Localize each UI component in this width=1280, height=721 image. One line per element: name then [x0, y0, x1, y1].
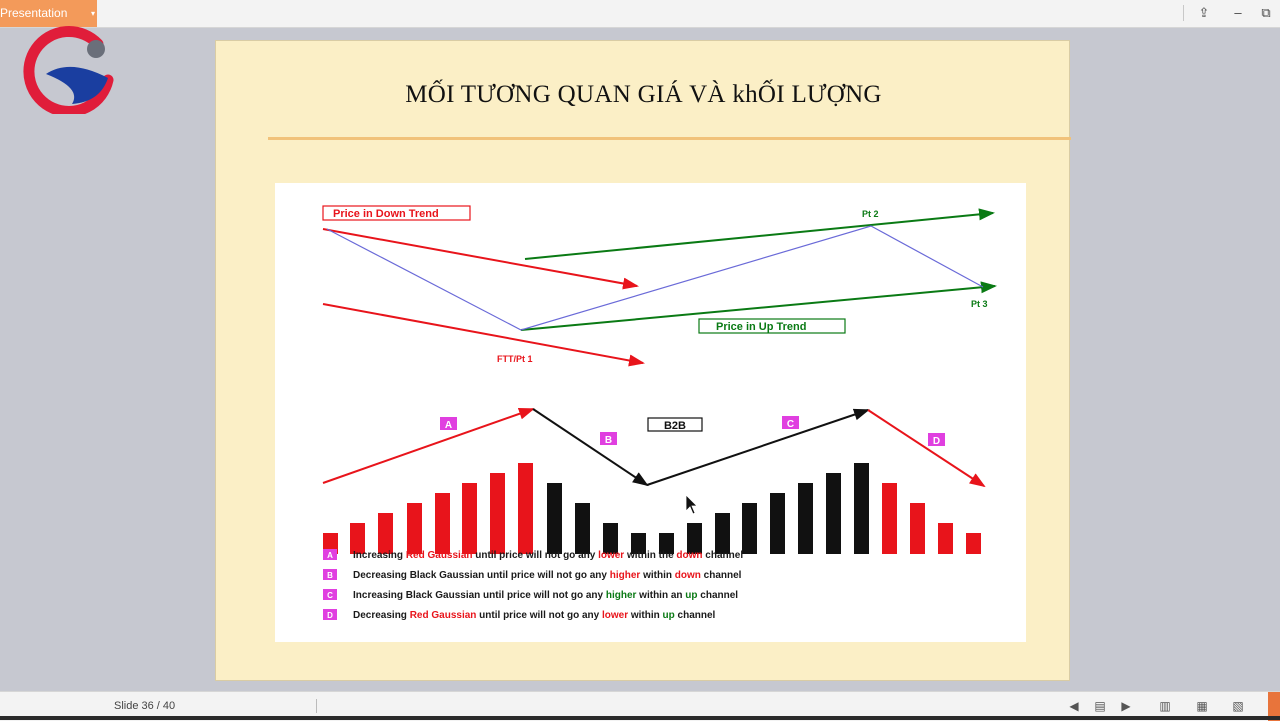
restore-button[interactable]: ⧉ — [1261, 5, 1271, 20]
normal-view-icon[interactable]: ▥ — [1159, 699, 1171, 713]
trend-arrow-b — [532, 408, 649, 487]
down-channel-lower — [322, 303, 645, 367]
volume-bar-14 — [687, 523, 702, 554]
slide-title: MỐI TƯƠNG QUAN GIÁ VÀ khỐI LƯỢNG — [405, 81, 882, 108]
legend-tag-label: D — [327, 611, 333, 620]
price-path — [326, 225, 984, 331]
trend-arrow-d — [867, 409, 986, 488]
slide-sorter-icon[interactable]: ▦ — [1196, 699, 1208, 713]
volume-bar-8 — [518, 463, 533, 554]
volume-bar-18 — [798, 483, 813, 554]
slide-notes-icon[interactable]: ▤ — [1094, 699, 1106, 713]
volume-bar-21 — [882, 483, 897, 554]
volume-bar-4 — [407, 503, 422, 554]
price-down-label: Price in Down Trend — [333, 208, 439, 220]
volume-price-diagram: Price in Down Trend Price in Up Trend Pt… — [275, 183, 1026, 642]
trend-arrow-a — [322, 407, 535, 484]
volume-bar-1 — [323, 533, 338, 554]
legend-tag-label: C — [327, 591, 333, 600]
b2b-label: B2B — [664, 420, 686, 432]
trend-arrow-c — [646, 408, 870, 486]
badge-a-label: A — [445, 420, 452, 431]
mouse-cursor-icon — [685, 494, 698, 515]
slide-canvas: MỐI TƯƠNG QUAN GIÁ VÀ khỐI LƯỢNG Price i… — [215, 40, 1071, 681]
volume-bar-2 — [350, 523, 365, 554]
pt3-label: Pt 3 — [971, 299, 988, 309]
volume-bar-9 — [547, 483, 562, 554]
title-bar: Presentation ▾ ⇪ – ⧉ — [0, 0, 1280, 28]
legend-tag-c — [323, 589, 337, 600]
badge-c-label: C — [787, 419, 794, 430]
previous-slide-icon[interactable]: ◀ — [1069, 699, 1079, 713]
volume-bar-11 — [603, 523, 618, 554]
title-divider — [268, 137, 1071, 140]
badge-c: C — [782, 416, 799, 430]
volume-bar-20 — [854, 463, 869, 554]
legend-text: Decreasing Black Gaussian until price wi… — [353, 570, 742, 581]
volume-bar-22 — [910, 503, 925, 554]
bottom-strip — [0, 716, 1280, 720]
volume-bar-24 — [966, 533, 981, 554]
legend-text: Increasing Red Gaussian until price will… — [353, 550, 743, 561]
legend-tag-b — [323, 569, 337, 580]
presentation-tab-label: Presentation — [0, 6, 68, 20]
price-label-down-box: Price in Down Trend — [322, 205, 471, 221]
pt2-label: Pt 2 — [862, 209, 879, 219]
toolbar-divider — [1183, 5, 1184, 21]
volume-bar-19 — [826, 473, 841, 554]
volume-bar-23 — [938, 523, 953, 554]
legend-text: Increasing Black Gaussian until price wi… — [353, 590, 738, 601]
legend-tag-a — [323, 549, 337, 560]
volume-bar-15 — [715, 513, 730, 554]
slide-counter: Slide 36 / 40 — [114, 700, 176, 712]
volume-bar-13 — [659, 533, 674, 554]
presentation-tab[interactable]: Presentation ▾ — [0, 0, 97, 27]
b2b-box: B2B — [647, 417, 703, 432]
legend-tag-d — [323, 609, 337, 620]
volume-bar-12 — [631, 533, 646, 554]
status-divider — [316, 699, 317, 713]
badge-d-label: D — [933, 436, 940, 447]
ftt-pt1-label: FTT/Pt 1 — [497, 354, 533, 364]
volume-bar-5 — [435, 493, 450, 554]
company-logo — [23, 25, 114, 114]
price-label-up-box: Price in Up Trend — [698, 318, 846, 334]
down-channel-upper — [322, 228, 639, 290]
reading-view-icon[interactable]: ▧ — [1232, 699, 1244, 713]
volume-bar-16 — [742, 503, 757, 554]
volume-bar-3 — [378, 513, 393, 554]
next-slide-icon[interactable]: ▶ — [1121, 699, 1131, 713]
legend-text: Decreasing Red Gaussian until price will… — [353, 610, 716, 621]
legend-tag-label: A — [327, 551, 333, 560]
badge-b: B — [600, 432, 617, 446]
chevron-down-icon[interactable]: ▾ — [90, 9, 95, 18]
volume-bar-7 — [490, 473, 505, 554]
upload-icon[interactable]: ⇪ — [1198, 5, 1210, 20]
badge-a: A — [440, 417, 457, 431]
price-up-label: Price in Up Trend — [716, 321, 806, 333]
status-corner-accent — [1268, 692, 1280, 721]
badge-d: D — [928, 433, 945, 447]
volume-bar-10 — [575, 503, 590, 554]
minimize-button[interactable]: – — [1234, 5, 1242, 20]
badge-b-label: B — [605, 435, 612, 446]
diagram-legend: A Increasing Red Gaussian until price wil… — [323, 549, 743, 621]
volume-bars — [323, 463, 981, 554]
volume-bar-17 — [770, 493, 785, 554]
up-channel-lower — [520, 281, 997, 331]
legend-tag-label: B — [327, 571, 333, 580]
volume-bar-6 — [462, 483, 477, 554]
up-channel-upper — [524, 208, 995, 260]
